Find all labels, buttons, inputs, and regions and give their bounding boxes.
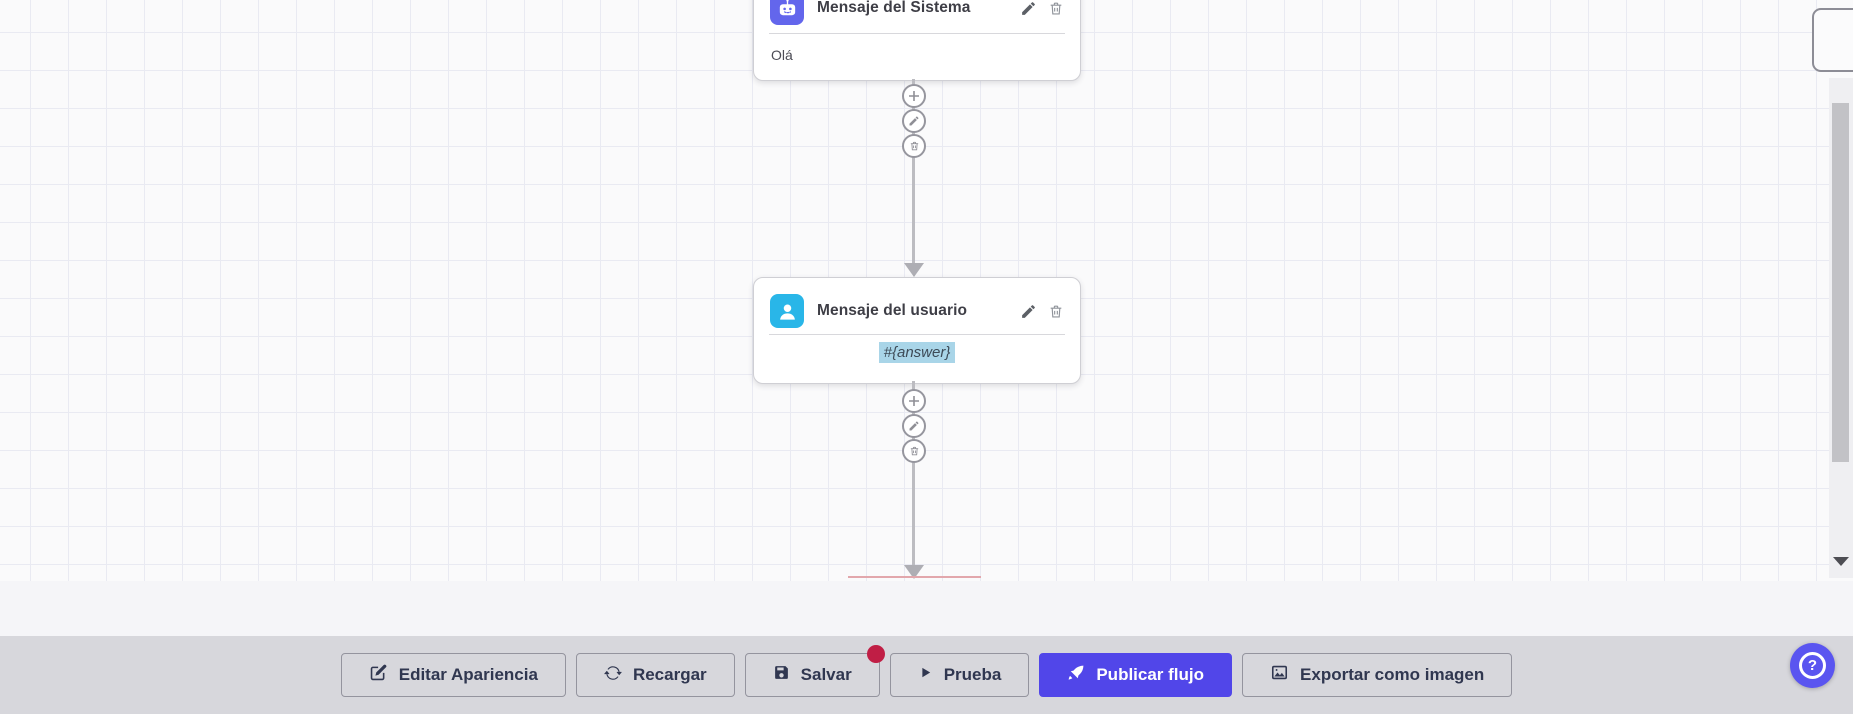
scrollbar-down-arrow[interactable] bbox=[1833, 557, 1849, 566]
connector-arrowhead bbox=[904, 565, 924, 579]
node-title: Mensaje del usuario bbox=[817, 302, 968, 319]
connector-line bbox=[912, 381, 915, 565]
node-divider bbox=[769, 334, 1065, 335]
node-content: #{answer} bbox=[754, 335, 1080, 383]
button-label: Prueba bbox=[943, 665, 1002, 684]
button-label: Publicar flujo bbox=[1096, 665, 1205, 684]
question-circle-icon: ? bbox=[1799, 652, 1826, 679]
edit-appearance-button[interactable]: Editar Apariencia bbox=[340, 653, 566, 697]
flow-canvas[interactable]: Mensaje del Sistema O bbox=[0, 0, 1853, 581]
connector-line bbox=[912, 79, 915, 263]
user-icon bbox=[770, 294, 804, 328]
bottom-toolbar: Editar Apariencia Recargar Salvar bbox=[0, 636, 1853, 714]
robot-icon bbox=[770, 0, 804, 25]
node-divider bbox=[769, 33, 1065, 34]
minimap-panel bbox=[1812, 8, 1853, 72]
node-content: Olá bbox=[771, 47, 793, 63]
export-image-button[interactable]: Exportar como imagen bbox=[1242, 653, 1513, 697]
next-node-top-edge bbox=[848, 576, 981, 578]
image-icon bbox=[1270, 663, 1289, 687]
node-system-message[interactable]: Mensaje del Sistema O bbox=[753, 0, 1081, 81]
save-icon bbox=[773, 664, 790, 686]
edit-node-icon[interactable] bbox=[1020, 303, 1037, 320]
help-button[interactable]: ? bbox=[1790, 643, 1835, 688]
canvas-lower-strip bbox=[0, 581, 1853, 636]
button-label: Exportar como imagen bbox=[1300, 665, 1485, 684]
save-button[interactable]: Salvar bbox=[744, 645, 885, 697]
button-label: Salvar bbox=[800, 665, 852, 684]
refresh-icon bbox=[604, 664, 622, 687]
publish-flow-button[interactable]: Publicar flujo bbox=[1039, 653, 1233, 697]
add-node-button[interactable] bbox=[902, 84, 926, 108]
edit-node-icon[interactable] bbox=[1020, 0, 1037, 17]
delete-node-icon[interactable] bbox=[1048, 0, 1064, 17]
node-header: Mensaje del usuario bbox=[754, 278, 1080, 334]
unsaved-changes-badge bbox=[866, 645, 885, 663]
delete-connector-button[interactable] bbox=[902, 439, 926, 463]
node-title: Mensaje del Sistema bbox=[817, 0, 971, 16]
node-header: Mensaje del Sistema bbox=[754, 0, 1080, 33]
delete-node-icon[interactable] bbox=[1048, 303, 1064, 320]
add-node-button[interactable] bbox=[902, 389, 926, 413]
edit-connector-button[interactable] bbox=[902, 414, 926, 438]
button-label: Editar Apariencia bbox=[398, 665, 538, 684]
delete-connector-button[interactable] bbox=[902, 134, 926, 158]
connector-arrowhead bbox=[904, 263, 924, 277]
scrollbar-thumb[interactable] bbox=[1832, 103, 1849, 462]
edit-appearance-icon bbox=[369, 663, 388, 687]
help-label: ? bbox=[1807, 657, 1818, 674]
play-icon bbox=[918, 665, 933, 685]
node-user-message[interactable]: Mensaje del usuario # bbox=[753, 277, 1081, 384]
rocket-icon bbox=[1067, 664, 1085, 687]
test-button[interactable]: Prueba bbox=[889, 653, 1030, 697]
reload-button[interactable]: Recargar bbox=[575, 653, 735, 697]
answer-variable[interactable]: #{answer} bbox=[878, 342, 956, 363]
edit-connector-button[interactable] bbox=[902, 109, 926, 133]
button-label: Recargar bbox=[632, 665, 707, 684]
